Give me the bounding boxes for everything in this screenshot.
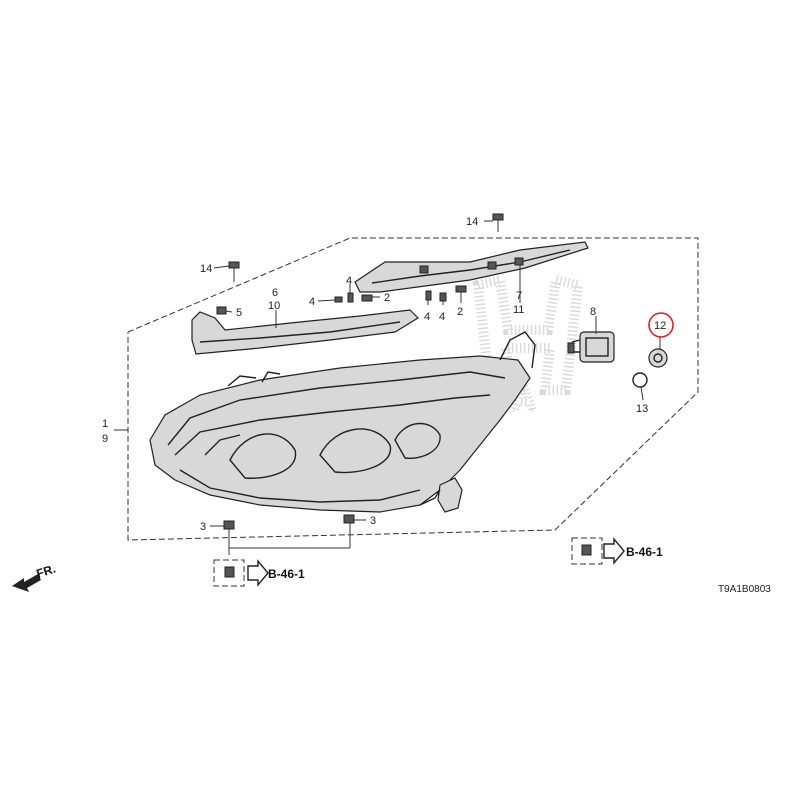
cap xyxy=(632,372,648,388)
svg-text:B-46-1: B-46-1 xyxy=(626,545,663,559)
clip-5 xyxy=(216,306,227,315)
reference-right[interactable]: B-46-1 xyxy=(571,537,663,565)
clip-3-left xyxy=(223,520,235,530)
callout-4-a: 4 xyxy=(309,296,315,308)
leader-lines xyxy=(114,220,661,555)
screw-14-top xyxy=(492,213,504,232)
callout-2-a: 2 xyxy=(384,292,390,304)
front-direction-arrow: FR. xyxy=(12,562,57,592)
callout-3-right: 3 xyxy=(370,515,376,527)
callout-labels: 1 9 6 10 7 11 8 13 14 14 5 4 4 2 4 4 2 3… xyxy=(102,216,674,533)
callout-12-highlight xyxy=(648,312,674,338)
callout-9: 9 xyxy=(102,433,108,445)
leveling-actuator xyxy=(567,331,615,363)
callout-14-top: 14 xyxy=(466,216,478,228)
callout-13: 13 xyxy=(636,403,648,415)
callout-1: 1 xyxy=(102,418,108,430)
callout-14-left: 14 xyxy=(200,263,212,275)
callout-11: 11 xyxy=(513,304,524,316)
bulb-socket xyxy=(648,348,668,368)
callout-12: 12 xyxy=(654,320,666,332)
callout-4-b: 4 xyxy=(346,275,352,287)
clip-3-right xyxy=(343,514,355,524)
small-fasteners xyxy=(334,285,467,303)
callout-5: 5 xyxy=(236,307,242,319)
reference-left[interactable]: B-46-1 xyxy=(213,559,305,587)
diagram-code: T9A1B0803 xyxy=(718,584,771,595)
svg-text:B-46-1: B-46-1 xyxy=(268,567,305,581)
callout-8: 8 xyxy=(590,306,596,318)
callout-10: 10 xyxy=(268,300,280,312)
callout-7: 7 xyxy=(516,290,522,302)
svg-text:FR.: FR. xyxy=(35,562,58,581)
callout-4-d: 4 xyxy=(439,311,445,323)
assembly-boundary xyxy=(127,237,699,541)
upper-garnish xyxy=(354,241,589,293)
screw-14-left xyxy=(228,261,240,282)
callout-2-b: 2 xyxy=(457,306,463,318)
headlight-assembly xyxy=(149,331,536,513)
callout-6: 6 xyxy=(272,287,278,299)
callout-3-left: 3 xyxy=(200,521,206,533)
callout-4-c: 4 xyxy=(424,311,430,323)
side-garnish xyxy=(191,309,419,355)
